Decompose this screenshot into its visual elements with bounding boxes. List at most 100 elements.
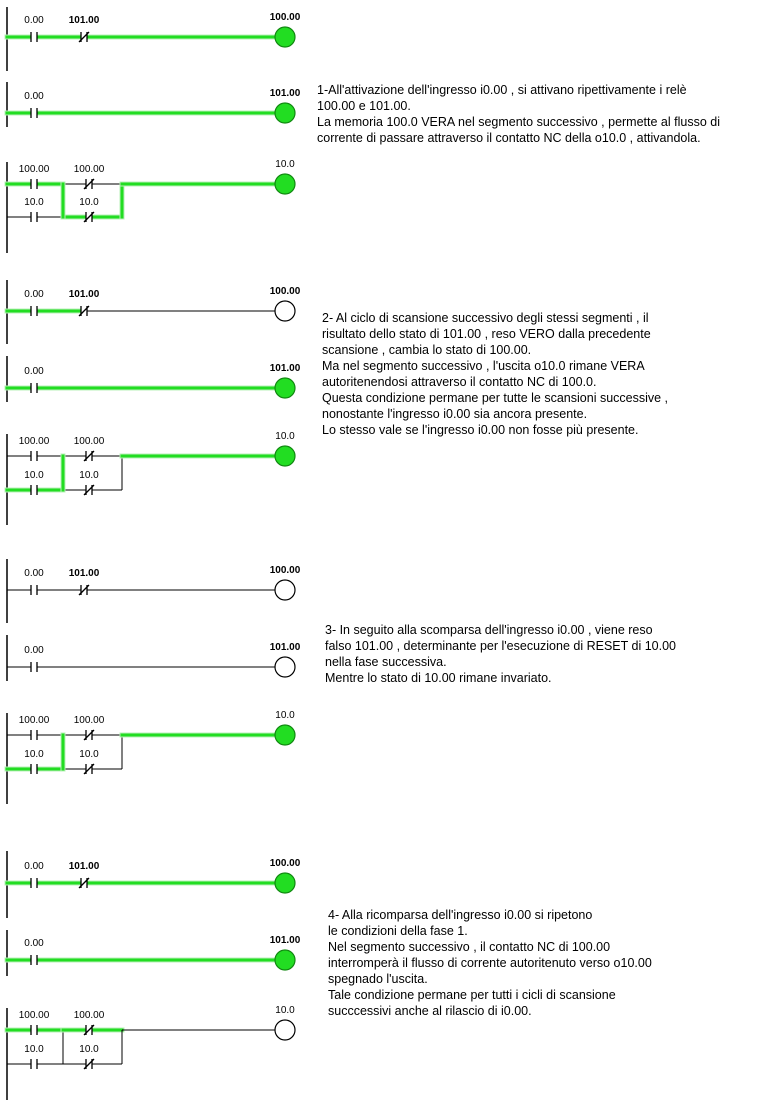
phase-2-rung3-coil bbox=[274, 445, 296, 467]
phase-3-rung3-contact-4-slash bbox=[83, 763, 95, 775]
phase-1-rung3-contact-2-label: 100.00 bbox=[74, 164, 105, 175]
description-line: le condizioni della fase 1. bbox=[328, 924, 468, 938]
description-line: 4- Alla ricomparsa dell'ingresso i0.00 s… bbox=[328, 908, 593, 922]
phase-1-rung3-contact-3-gap bbox=[31, 212, 37, 222]
phase-3-rung3-coil-label: 10.0 bbox=[275, 710, 295, 721]
phase-1-rung3-contact-1-label: 100.00 bbox=[19, 164, 50, 175]
phase-2-description: 2- Al ciclo di scansione successivo degl… bbox=[322, 310, 668, 438]
phase-3-rung3-contact-1-label: 100.00 bbox=[19, 715, 50, 726]
phase-2-rung3-contact-4-label: 10.0 bbox=[79, 470, 99, 481]
phase-3-rung2-contact-no-label: 0.00 bbox=[24, 645, 44, 656]
phase-2-rung1-coil bbox=[274, 300, 296, 322]
phase-2-rung1-contact-nc-label: 101.00 bbox=[69, 289, 100, 300]
description-line: Tale condizione permane per tutti i cicl… bbox=[328, 988, 616, 1002]
phase-3-rung3-contact-2-label: 100.00 bbox=[74, 715, 105, 726]
phase-1-rung3-contact-3-label: 10.0 bbox=[24, 197, 44, 208]
phase-1-rung1-coil-label: 100.00 bbox=[270, 12, 301, 23]
phase-1-rung2-contact-no-label: 0.00 bbox=[24, 91, 44, 102]
phase-2-rung3-contact-2-slash bbox=[83, 450, 95, 462]
phase-1-rung1-contact-nc-slash bbox=[78, 31, 90, 43]
phase-4-rung2-contact-no-label: 0.00 bbox=[24, 938, 44, 949]
phase-1-rung3-coil bbox=[274, 173, 296, 195]
phase-4-rung2-coil bbox=[274, 949, 296, 971]
phase-1-rung3-contact-2-slash bbox=[83, 178, 95, 190]
phase-4-rung1-coil bbox=[274, 872, 296, 894]
description-line: Questa condizione permane per tutte le s… bbox=[322, 391, 669, 405]
phase-4-rung1-coil-label: 100.00 bbox=[270, 858, 301, 869]
phase-3-rung3-contact-2-slash bbox=[83, 729, 95, 741]
phase-2-rung3-contact-2-label: 100.00 bbox=[74, 436, 105, 447]
phase-4-rung2-coil-label: 101.00 bbox=[270, 935, 301, 946]
phase-2-rung1-contact-no-gap bbox=[31, 306, 37, 316]
phase-1-rung3-coil-label: 10.0 bbox=[275, 159, 295, 170]
phase-3-rung1-contact-nc-slash bbox=[78, 584, 90, 596]
phase-3-rung1-contact-no-gap bbox=[31, 585, 37, 595]
phase-4-rung3-contact-1-label: 100.00 bbox=[19, 1010, 50, 1021]
phase-1-rung2-coil-label: 101.00 bbox=[270, 88, 301, 99]
phase-3-rung1-contact-nc-label: 101.00 bbox=[69, 568, 100, 579]
description-line: nonostante l'ingresso i0.00 sia ancora p… bbox=[322, 407, 588, 421]
phase-1-rung1-contact-no-gap bbox=[31, 32, 37, 42]
description-line: interromperà il flusso di corrente autor… bbox=[328, 956, 652, 970]
phase-4-rung1-contact-no-label: 0.00 bbox=[24, 861, 44, 872]
phase-4-rung3-contact-2-label: 100.00 bbox=[74, 1010, 105, 1021]
description-line: succcessivi anche al rilascio di i0.00. bbox=[328, 1004, 532, 1018]
phase-4-rung3-contact-3-gap bbox=[31, 1059, 37, 1069]
phase-2-rung3-contact-1-label: 100.00 bbox=[19, 436, 50, 447]
phase-1-rung1-contact-no-label: 0.00 bbox=[24, 15, 44, 26]
phase-4-rung3-contact-4-slash bbox=[83, 1058, 95, 1070]
phase-1-description: 1-All'attivazione dell'ingresso i0.00 , … bbox=[317, 82, 720, 146]
phase-1-rung1-coil bbox=[274, 26, 296, 48]
phase-2-rung3-contact-1-gap bbox=[31, 451, 37, 461]
phase-3-rung2-coil bbox=[274, 656, 296, 678]
phase-2-rung3-coil-label: 10.0 bbox=[275, 431, 295, 442]
description-line: spegnado l'uscita. bbox=[328, 972, 428, 986]
description-line: autoritenendosi attraverso il contatto N… bbox=[322, 375, 597, 389]
phase-1-rung3-contact-4-slash bbox=[83, 211, 95, 223]
description-line: Nel segmento successivo , il contatto NC… bbox=[328, 940, 611, 954]
phase-3-rung1-coil bbox=[274, 579, 296, 601]
phase-3-rung3-coil bbox=[274, 724, 296, 746]
phase-4-rung3-contact-1-gap bbox=[31, 1025, 37, 1035]
phase-4-rung2-contact-no-gap bbox=[31, 955, 37, 965]
phase-4-rung1-contact-nc-label: 101.00 bbox=[69, 861, 100, 872]
phase-2-rung3-contact-4-slash bbox=[83, 484, 95, 496]
phase-2-rung2-coil bbox=[274, 377, 296, 399]
description-line: corrente di passare attraverso il contat… bbox=[317, 131, 701, 145]
phase-3-rung3-contact-3-label: 10.0 bbox=[24, 749, 44, 760]
description-line: Lo stesso vale se l'ingresso i0.00 non f… bbox=[322, 423, 639, 437]
phase-3-rung2-coil-label: 101.00 bbox=[270, 642, 301, 653]
description-line: 3- In seguito alla scomparsa dell'ingres… bbox=[325, 623, 653, 637]
description-line: 2- Al ciclo di scansione successivo degl… bbox=[322, 311, 649, 325]
phase-4-rung3-coil-label: 10.0 bbox=[275, 1005, 295, 1016]
description-line: 100.00 e 101.00. bbox=[317, 99, 411, 113]
phase-2-rung1-contact-nc-slash bbox=[78, 305, 90, 317]
phase-2-rung1-contact-no-label: 0.00 bbox=[24, 289, 44, 300]
phase-2-rung1-coil-label: 100.00 bbox=[270, 286, 301, 297]
phase-4-rung1-contact-no-gap bbox=[31, 878, 37, 888]
phase-1-rung3-contact-4-label: 10.0 bbox=[79, 197, 99, 208]
description-line: Mentre lo stato di 10.00 rimane invariat… bbox=[325, 671, 552, 685]
phase-3-description: 3- In seguito alla scomparsa dell'ingres… bbox=[325, 622, 676, 686]
phase-2-rung3-contact-3-gap bbox=[31, 485, 37, 495]
description-line: 1-All'attivazione dell'ingresso i0.00 , … bbox=[317, 83, 687, 97]
phase-2-rung2-contact-no-gap bbox=[31, 383, 37, 393]
description-line: nella fase successiva. bbox=[325, 655, 447, 669]
phase-3-rung3-contact-4-label: 10.0 bbox=[79, 749, 99, 760]
phase-3-rung1-coil-label: 100.00 bbox=[270, 565, 301, 576]
phase-3-rung3-contact-3-gap bbox=[31, 764, 37, 774]
phase-1-rung2-coil bbox=[274, 102, 296, 124]
phase-2-rung2-contact-no-label: 0.00 bbox=[24, 366, 44, 377]
phase-1-rung1-contact-nc-label: 101.00 bbox=[69, 15, 100, 26]
phase-4-description: 4- Alla ricomparsa dell'ingresso i0.00 s… bbox=[328, 907, 652, 1019]
phase-4-rung1-contact-nc-slash bbox=[78, 877, 90, 889]
phase-4-rung3-contact-2-slash bbox=[83, 1024, 95, 1036]
phase-4-rung3-contact-3-label: 10.0 bbox=[24, 1044, 44, 1055]
phase-2-rung2-coil-label: 101.00 bbox=[270, 363, 301, 374]
description-line: scansione , cambia lo stato di 100.00. bbox=[322, 343, 532, 357]
phase-3-rung1-contact-no-label: 0.00 bbox=[24, 568, 44, 579]
description-line: falso 101.00 , determinante per l'esecuz… bbox=[325, 639, 676, 653]
phase-3-rung3-contact-1-gap bbox=[31, 730, 37, 740]
description-line: risultato dello stato di 101.00 , reso V… bbox=[322, 327, 651, 341]
